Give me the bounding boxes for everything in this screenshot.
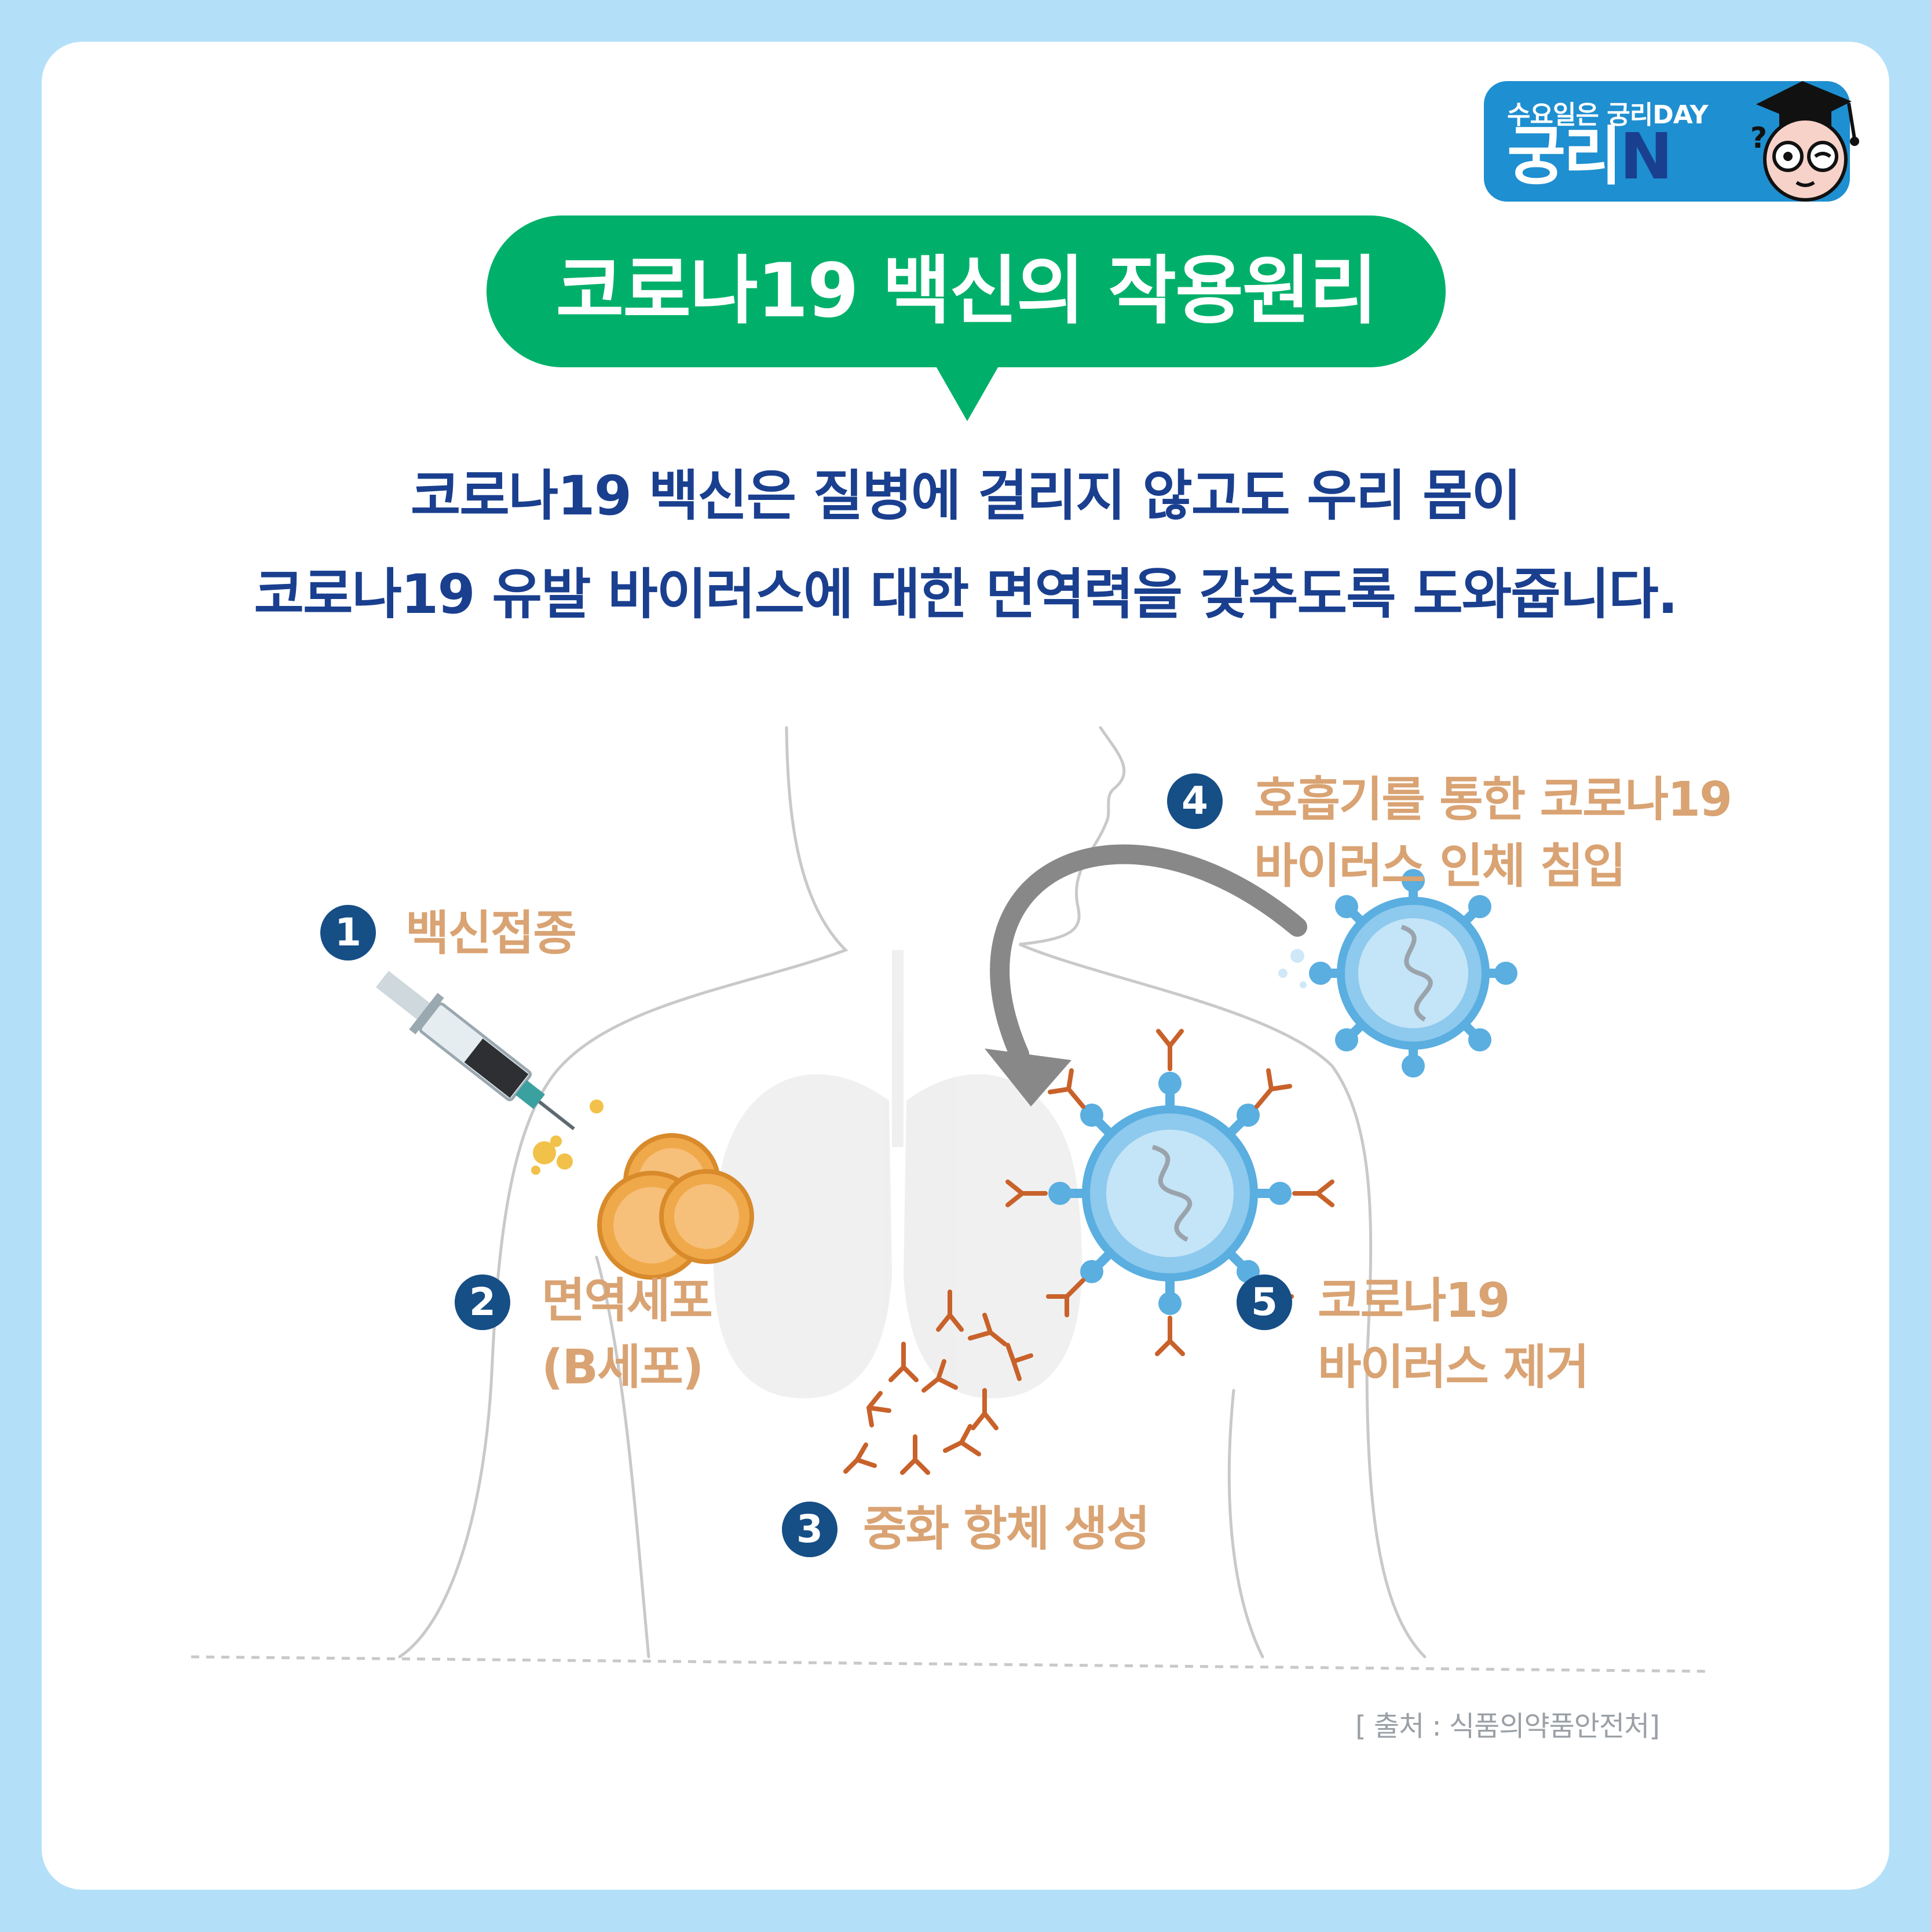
incoming-virus-icon — [1278, 869, 1517, 1078]
logo-subtitle: 수요일은 궁리DAY — [1507, 100, 1708, 130]
logo-main-text: 궁리N — [1507, 119, 1673, 193]
step-3-badge: 3 — [782, 1502, 838, 1557]
bubble-tail — [932, 360, 1002, 421]
page-title: 코로나19 백신의 작용원리 — [555, 248, 1378, 334]
title-bubble-body — [487, 216, 1446, 367]
mascot-face-icon: ? — [1750, 81, 1859, 202]
logo-main-word: 궁리 — [1507, 119, 1622, 193]
step-4-label-line-2: 바이러스 인체 침입 — [1254, 839, 1626, 894]
invasion-arrow — [990, 844, 1307, 1064]
step-3-label: 중화 항체 생성 — [863, 1502, 1150, 1557]
step-1-label: 백신접종 — [405, 906, 577, 961]
body-outline — [398, 726, 1427, 1659]
step-4-label-line-1: 호흡기를 통한 코로나19 — [1254, 772, 1732, 827]
source-credit: [ 출처 : 식품의약품안전처] — [1355, 1710, 1660, 1743]
invasion-arrow-head — [985, 1049, 1071, 1106]
step-2-label-line-1: 면역세포 — [542, 1273, 713, 1328]
lungs-silhouette — [713, 950, 1082, 1398]
b-cells-icon — [597, 1133, 754, 1280]
antibodies-icon — [843, 1290, 1033, 1475]
svg-text:?: ? — [1750, 121, 1767, 155]
step-5-label-line-1: 코로나19 — [1318, 1273, 1510, 1328]
title-bubble: 코로나19 백신의 작용원리 — [487, 216, 1446, 424]
step-2-badge: 2 — [455, 1274, 510, 1330]
step-4-badge: 4 — [1167, 773, 1223, 829]
step-2-label-line-2: (B세포) — [542, 1340, 704, 1395]
intro-line-1: 코로나19 백신은 질병에 걸리지 않고도 우리 몸이 — [410, 465, 1522, 528]
injection-splash — [531, 1100, 604, 1175]
neutralized-virus-icon — [1005, 1029, 1334, 1356]
intro-line-2: 코로나19 유발 바이러스에 대한 면역력을 갖추도록 도와줍니다. — [254, 563, 1678, 626]
step-5-label-line-2: 바이러스 제거 — [1318, 1340, 1589, 1395]
step-5-badge: 5 — [1237, 1274, 1292, 1330]
brand-logo: 수요일은 궁리DAY 궁리N ? — [1484, 81, 1859, 202]
syringe-icon — [375, 970, 575, 1130]
step-1-badge: 1 — [320, 905, 376, 960]
logo-letter-n: N — [1619, 119, 1673, 193]
ground-dashed-line — [191, 1655, 1709, 1673]
